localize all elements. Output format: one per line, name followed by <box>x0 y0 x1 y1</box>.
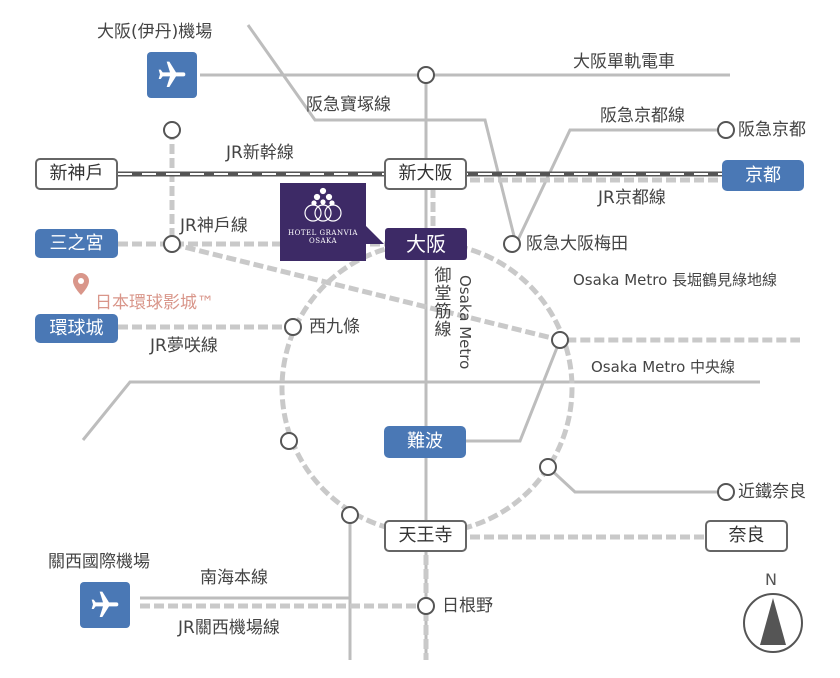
station-sannomiya[interactable]: 三之宮 <box>35 229 118 258</box>
hankyu-kyoto-station-label: 阪急京都 <box>738 120 806 140</box>
node-hine <box>417 597 435 615</box>
node-loop-se <box>539 458 557 476</box>
station-label: 新神戶 <box>49 163 104 184</box>
jr-kyoto-label: JR京都線 <box>598 188 666 208</box>
plane-icon <box>91 591 119 617</box>
dashed-lines <box>118 130 800 660</box>
nishikujo-label: 西九條 <box>309 317 360 337</box>
station-label: 難波 <box>407 431 443 452</box>
midosuji-label-jp: 御堂筋線 <box>433 266 453 340</box>
airport-icon-itami <box>147 52 197 98</box>
hankyu-umeda-label: 阪急大阪梅田 <box>526 234 628 254</box>
station-nara[interactable]: 奈良 <box>705 520 788 552</box>
midosuji-label-en: Osaka Metro <box>456 275 474 370</box>
compass-north-label: N <box>765 570 777 589</box>
station-nodes <box>163 66 735 615</box>
airport-icon-kansai <box>80 582 130 628</box>
nagahori-line <box>465 339 562 443</box>
node-loop-west <box>280 432 298 450</box>
shinkansen-label: JR新幹線 <box>226 143 294 163</box>
chuo-line <box>81 380 760 441</box>
kansai-airport-label: 關西國際機場 <box>48 552 150 572</box>
takarazuka-label: 阪急寶塚線 <box>306 95 391 115</box>
station-label: 京都 <box>745 164 781 186</box>
jr-kansai-airport-label: JR關西機場線 <box>178 618 280 638</box>
station-shin-osaka[interactable]: 新大阪 <box>384 158 467 190</box>
hotel-pointer-icon <box>366 226 384 244</box>
node-monorail <box>417 66 435 84</box>
usj-park-label: 日本環球影城™ <box>95 293 214 313</box>
station-label: 環球城 <box>49 317 104 339</box>
hotel-name: HOTEL GRANVIA <box>288 229 358 237</box>
node-hankyu-kyoto <box>717 121 735 139</box>
node-nishikujo <box>284 318 302 336</box>
hotel-city: OSAKA <box>308 237 338 246</box>
station-kyoto[interactable]: 京都 <box>722 160 804 191</box>
hotel-logo-icon <box>304 187 342 222</box>
station-label: 天王寺 <box>398 525 453 546</box>
station-osaka[interactable]: 大阪 <box>385 228 467 260</box>
chuo-label: Osaka Metro 中央線 <box>591 358 736 376</box>
node-jr-kobe <box>163 235 181 253</box>
hine-label: 日根野 <box>442 596 493 616</box>
kintetsu-line <box>546 465 722 494</box>
station-shin-kobe[interactable]: 新神戶 <box>35 158 118 190</box>
station-label: 新大阪 <box>398 163 453 184</box>
jr-kobe-label: JR神戶線 <box>180 216 248 236</box>
node-hankyu-umeda <box>503 235 521 253</box>
station-namba[interactable]: 難波 <box>384 426 466 458</box>
hankyu-kyoto-line-label: 阪急京都線 <box>600 106 685 126</box>
station-tennoji[interactable]: 天王寺 <box>384 520 467 552</box>
station-label: 大阪 <box>406 232 446 256</box>
itami-airport-label: 大阪(伊丹)機場 <box>97 22 213 42</box>
node-loop-sw <box>341 506 359 524</box>
midosuji-text: 御堂筋線 <box>434 266 452 340</box>
pin-icon <box>73 273 89 295</box>
hankyu-kyoto-line <box>514 128 720 245</box>
monorail-label: 大阪單軌電車 <box>573 52 675 72</box>
nagahori-label: Osaka Metro 長堀鶴見綠地線 <box>573 271 778 289</box>
node-loop-east <box>551 331 569 349</box>
node-kintetsu-nara <box>717 483 735 501</box>
station-label: 奈良 <box>728 525 765 546</box>
nankai-label: 南海本線 <box>200 568 268 588</box>
station-usj[interactable]: 環球城 <box>35 314 118 343</box>
kintetsu-nara-label: 近鐵奈良 <box>738 482 806 502</box>
plane-icon <box>158 61 186 87</box>
node-kobe-north <box>163 121 181 139</box>
station-label: 三之宮 <box>49 232 104 254</box>
compass <box>743 593 803 653</box>
jr-yumesaki-label: JR夢咲線 <box>150 336 218 356</box>
